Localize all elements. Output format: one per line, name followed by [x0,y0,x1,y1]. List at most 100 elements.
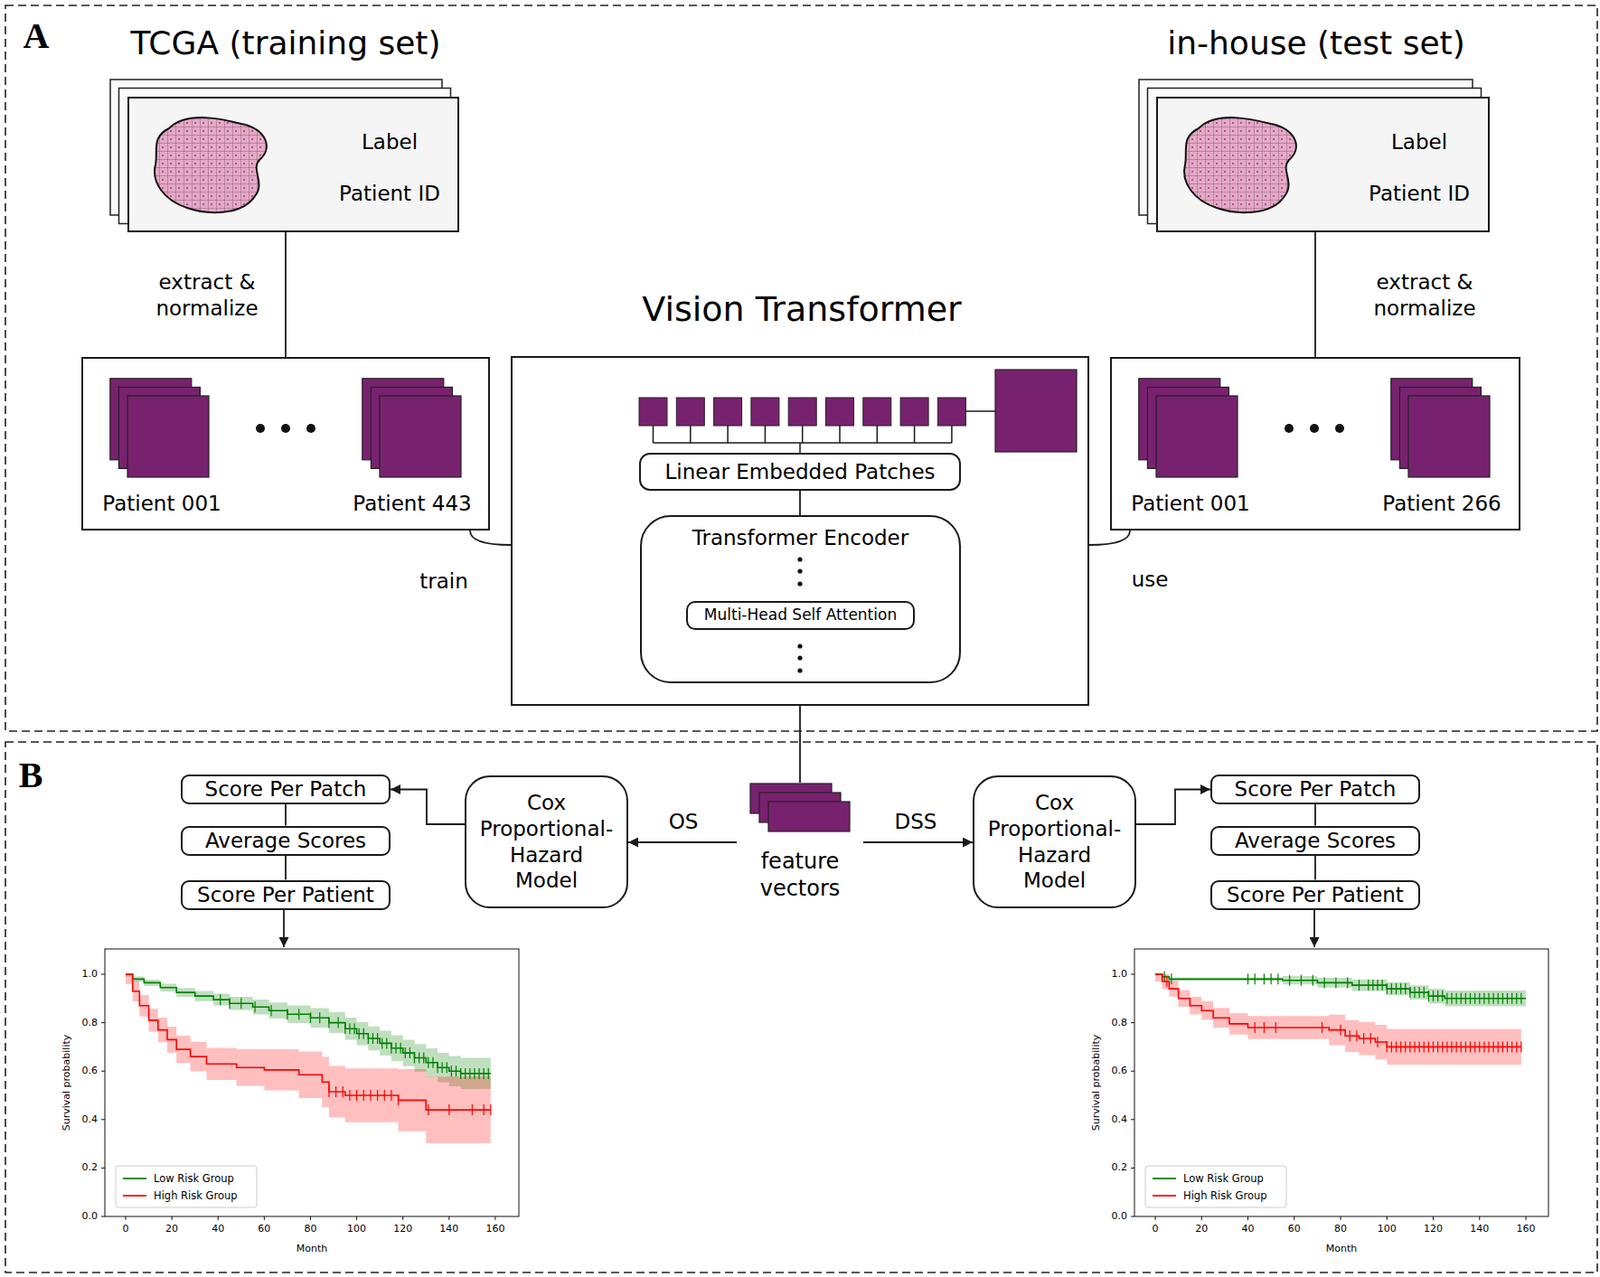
tick-label: 0.8 [1111,1016,1129,1030]
censor-mark [1323,977,1325,989]
censor-mark [1413,1041,1415,1053]
censor-mark [342,1086,344,1098]
censor-mark [488,1068,490,1080]
censor-mark [385,1037,387,1049]
censor-mark [1441,1041,1443,1053]
process-box: Average Scores [180,826,391,857]
censor-mark [448,1104,450,1116]
panel-border [5,742,1598,1273]
tick-label: 60 [257,1223,271,1236]
tick-label: 160 [485,1223,505,1236]
tissue-slide [154,117,267,213]
model-box: Vision TransformerLinear Embedded Patche… [510,356,1090,706]
censor-mark [1367,979,1369,991]
axis-title: Month [1326,1242,1357,1256]
censor-mark [1400,1041,1402,1053]
censor-mark [338,1017,339,1029]
tick-label: 0.4 [1111,1113,1129,1127]
tick-label: 100 [347,1223,367,1236]
legend-line [122,1177,147,1180]
censor-mark [1428,1041,1430,1053]
arrow-line [1313,909,1316,948]
legend-box [1145,1166,1287,1208]
censor-mark [1450,993,1452,1005]
node-text: Patient ID [1368,180,1470,208]
tick-label: 100 [1377,1223,1397,1236]
legend-text: Low Risk Group [1183,1172,1264,1186]
patch-square [1408,395,1490,478]
node-text: Patient 001 [102,490,221,518]
patch-square [768,801,850,832]
token-line [801,425,804,443]
censor-mark [1372,979,1374,991]
censor-mark [442,1062,443,1073]
censor-mark [1441,990,1443,1002]
censor-mark [469,1068,471,1080]
censor-mark [1502,1041,1504,1053]
censor-mark [390,1043,392,1055]
censor-mark [1355,1030,1357,1042]
censor-mark [1164,971,1166,983]
survival-curve [125,974,491,1074]
censor-mark [1478,993,1480,1005]
censor-mark [1456,993,1458,1005]
censor-mark [1428,990,1430,1002]
censor-mark [1520,993,1522,1005]
censor-mark [1474,993,1476,1005]
connector [1314,232,1317,358]
slide-card [127,96,460,233]
censor-mark [1275,1022,1277,1034]
tick-mark [448,1216,450,1221]
censor-mark [328,1017,330,1029]
censor-mark [1419,987,1421,998]
censor-mark [1437,990,1439,1002]
censor-mark [310,1012,311,1024]
node-text: Score Per Patient [1226,883,1404,907]
token-square [639,397,668,426]
node-text: Patient ID [338,180,441,208]
censor-mark [1386,1041,1388,1053]
tick-label: 0.2 [82,1162,99,1176]
tick-mark [1432,1216,1434,1221]
process-box: Multi-Head Self Attention [686,601,915,631]
tick-mark [1525,1216,1527,1221]
censor-mark [1382,979,1384,991]
connector [1136,790,1211,826]
token-stub [799,442,801,453]
process-box: Score Per Patient [180,880,391,911]
tissue-slide [1184,117,1297,213]
tick-mark [1130,1022,1135,1024]
censor-mark [404,1047,406,1059]
connector [390,790,465,826]
slide-card: LabelPatient ID [127,96,460,233]
censor-mark [1395,1041,1397,1053]
censor-mark [335,1086,337,1098]
process-box: Score Per Patch [1210,774,1421,805]
token-line [950,425,953,443]
censor-mark [489,1104,491,1116]
censor-mark [1502,993,1504,1005]
slide-card [1156,96,1490,233]
censor-mark [427,1057,429,1069]
tick-label: 20 [165,1223,179,1236]
connector [1314,856,1317,881]
censor-mark [298,1008,300,1020]
edge-label: extract & normalize [1365,269,1484,322]
censor-mark [1446,993,1448,1005]
censor-mark [1270,973,1272,985]
censor-mark [1391,1041,1393,1053]
tick-mark [101,1071,105,1073]
censor-mark [460,1068,462,1080]
tick-label: 40 [1242,1223,1255,1236]
censor-mark [1483,993,1485,1005]
tick-label: 40 [211,1223,225,1236]
censor-mark [1469,1041,1471,1053]
censor-mark [1247,973,1249,985]
censor-mark [1419,1041,1421,1053]
legend-text: Low Risk Group [153,1172,235,1186]
censor-mark [1289,975,1290,987]
ellipsis-dot [281,423,291,433]
tick-label: 0.0 [82,1210,99,1224]
token-square [751,397,780,426]
censor-mark [1511,993,1513,1005]
